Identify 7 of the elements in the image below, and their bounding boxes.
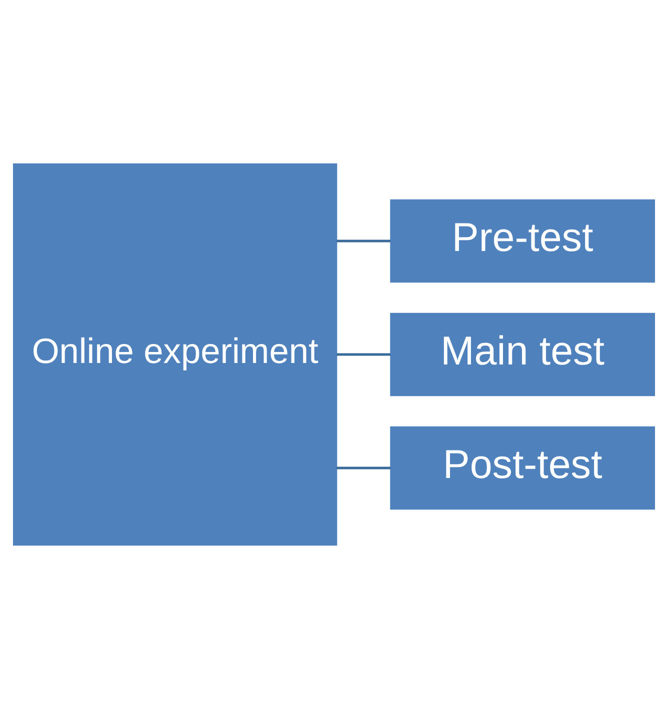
connector — [336, 239, 391, 242]
node-box: Online experiment — [13, 162, 338, 546]
connector — [336, 466, 391, 469]
connector — [336, 352, 391, 356]
node-box: Post-test — [390, 426, 655, 510]
node-box: Pre-test — [390, 198, 655, 282]
node-box: Main test — [390, 312, 655, 396]
